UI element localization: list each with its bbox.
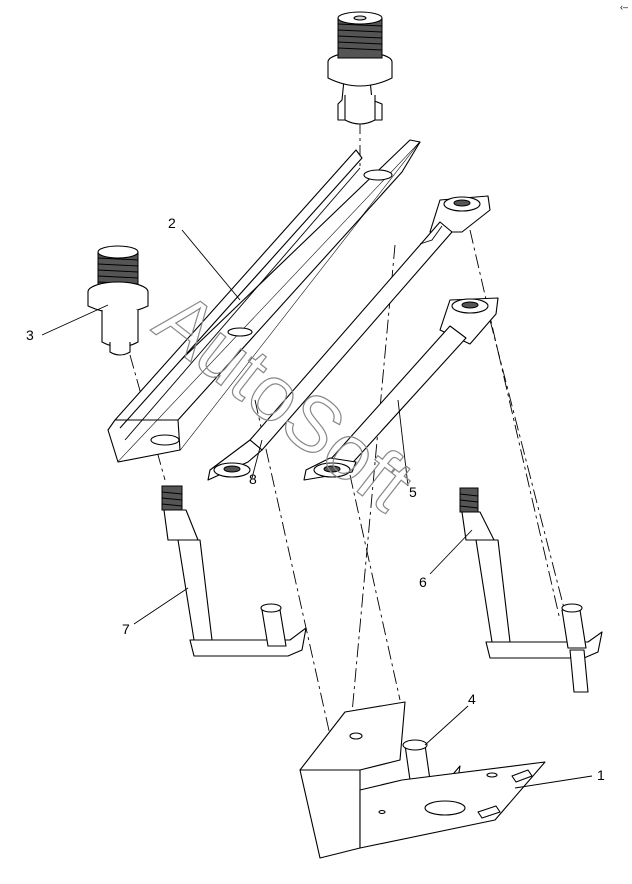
shaft-right — [459, 487, 603, 693]
shaft-left — [161, 485, 307, 657]
u-channel — [107, 139, 421, 463]
callout-2: 2 — [168, 215, 176, 231]
callout-8: 8 — [249, 471, 257, 487]
callout-4: 4 — [468, 691, 476, 707]
link-rod-lower — [303, 297, 499, 481]
base-bracket — [299, 701, 546, 859]
fitting-top — [327, 11, 393, 125]
fitting-left — [87, 245, 149, 356]
corner-mark: ‹– — [620, 2, 628, 12]
callout-labels: 1 2 3 4 5 6 7 8 — [26, 215, 605, 783]
callout-5: 5 — [409, 484, 417, 500]
callout-6: 6 — [419, 574, 427, 590]
callout-3: 3 — [26, 327, 34, 343]
callout-1: 1 — [597, 767, 605, 783]
leader-lines — [41, 229, 593, 789]
link-rod-upper — [207, 195, 491, 481]
callout-7: 7 — [122, 621, 130, 637]
